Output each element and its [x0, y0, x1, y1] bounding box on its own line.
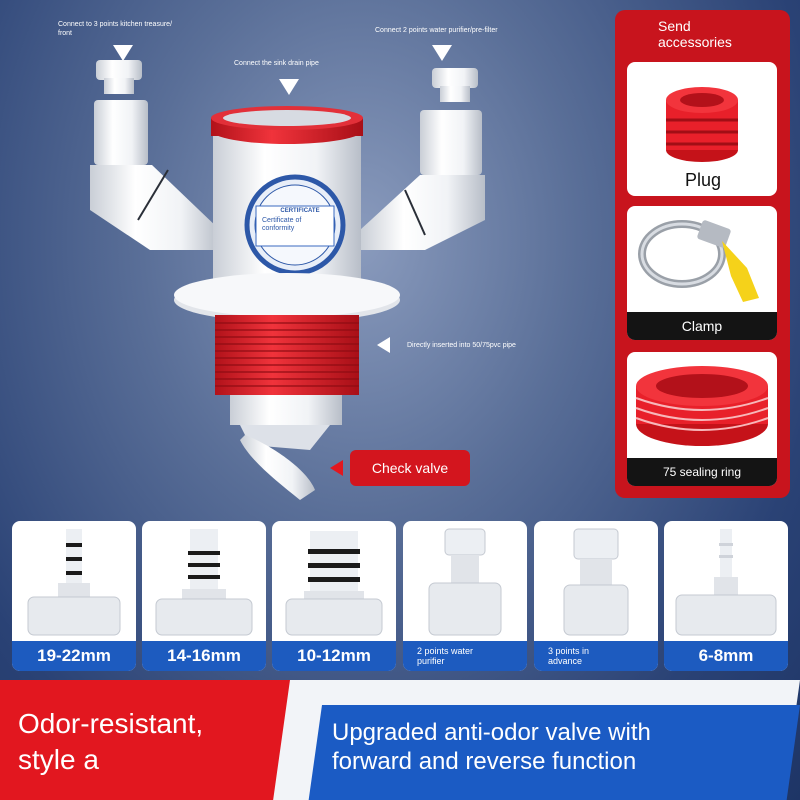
accessory-card-plug: Plug	[627, 62, 777, 196]
arrow-down-purifier-icon	[432, 45, 452, 61]
clamp-label: Clamp	[681, 318, 723, 334]
banner-right-text: Upgraded anti-odor valve with forward an…	[332, 719, 651, 775]
arrow-left-inserted-icon	[377, 337, 390, 353]
arrow-down-sink-icon	[279, 79, 299, 95]
callout-kitchen-text: Connect to 3 points kitchen treasure/ fr…	[58, 21, 173, 37]
arrow-down-kitchen-icon	[113, 45, 133, 61]
fitting-image-3-points	[563, 528, 629, 636]
fitting-label-10-12: 10-12mm	[297, 646, 371, 665]
fitting-label-bar-10-12: 10-12mm	[272, 641, 396, 671]
fitting-image-2-points	[428, 528, 502, 636]
fitting-card-2-points: 2 points water purifier	[403, 521, 527, 671]
fitting-card-14-16: 14-16mm	[142, 521, 266, 671]
fitting-label-bar-6-8: 6-8mm	[664, 641, 788, 671]
accessory-card-clamp: Clamp	[627, 206, 777, 340]
fitting-label-bar-14-16: 14-16mm	[142, 641, 266, 671]
fitting-label-3-points: 3 points in advance	[548, 646, 590, 666]
banner-left-band	[0, 680, 320, 800]
fitting-card-6-8: 6-8mm	[664, 521, 788, 671]
drain-connector-illustration	[90, 60, 485, 500]
fitting-label-bar-19-22: 19-22mm	[12, 641, 136, 671]
left-branch	[90, 60, 220, 250]
fitting-card-3-points: 3 points in advance	[534, 521, 658, 671]
certificate-title: CERTIFICATE	[280, 208, 320, 214]
sealing-ring-label-bar: 75 sealing ring	[627, 458, 777, 486]
accessory-card-sealing-ring: 75 sealing ring	[627, 352, 777, 486]
callout-sink-text: Connect the sink drain pipe	[234, 60, 319, 67]
fitting-label-2-points: 2 points water purifier	[417, 646, 474, 666]
fitting-card-10-12: 10-12mm	[272, 521, 396, 671]
sealing-ring-image	[635, 366, 769, 446]
plug-label-bar: Plug	[677, 166, 729, 194]
check-valve-label: Check valve	[350, 450, 470, 486]
plug-label: Plug	[684, 169, 722, 190]
plug-image	[666, 87, 738, 162]
clamp-image	[638, 220, 759, 302]
fitting-image-19-22	[27, 529, 121, 636]
fitting-label-bar-2-points: 2 points water purifier	[403, 641, 527, 671]
callout-inserted-text: Directly inserted into 50/75pvc pipe	[407, 342, 516, 349]
fitting-image-6-8	[675, 529, 777, 636]
fitting-image-14-16	[155, 529, 253, 636]
right-branch	[360, 68, 485, 250]
fitting-label-19-22: 19-22mm	[37, 646, 111, 665]
banner-left-text: Odor-resistant, style a	[18, 708, 204, 775]
clamp-label-bar: Clamp	[627, 312, 777, 340]
sealing-ring-label: 75 sealing ring	[662, 465, 742, 479]
fitting-label-14-16: 14-16mm	[167, 646, 241, 665]
fitting-card-19-22: 19-22mm	[12, 521, 136, 671]
fitting-image-10-12	[285, 531, 383, 636]
fitting-label-bar-3-points: 3 points in advance	[534, 641, 658, 671]
certificate-subtitle: Certificate of conformity	[262, 217, 302, 232]
check-valve-tag: Check valve	[330, 450, 472, 486]
check-valve-arrow-icon	[330, 460, 343, 476]
callout-purifier-text: Connect 2 points water purifier/pre-filt…	[375, 27, 498, 34]
fitting-label-6-8: 6-8mm	[698, 646, 754, 665]
accessories-title: Send accessories	[658, 18, 732, 50]
